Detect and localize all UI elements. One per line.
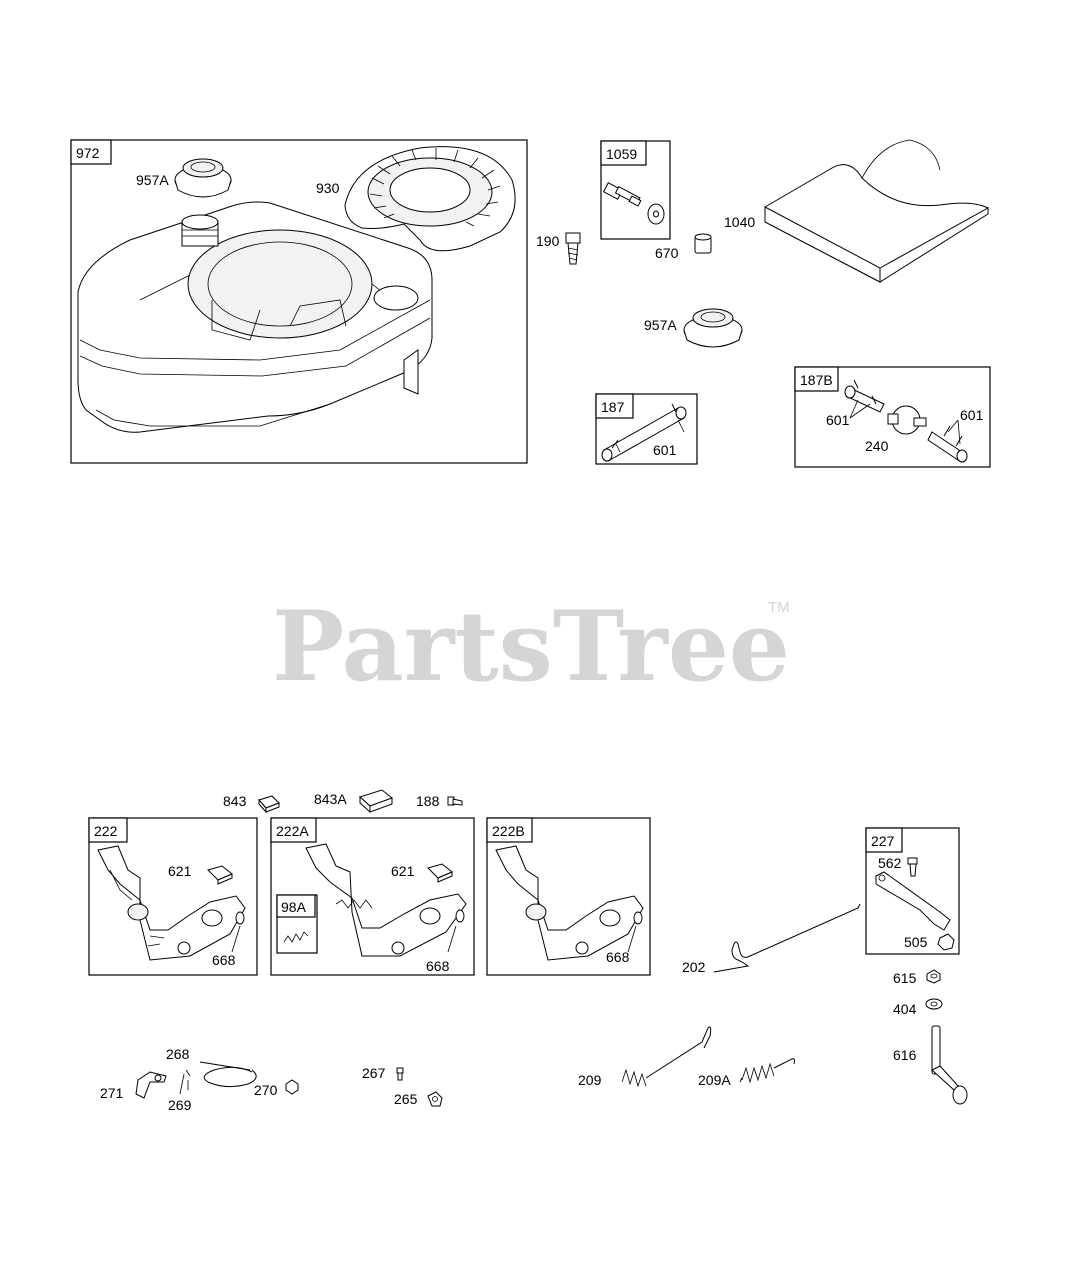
part-label-621[interactable]: 621 <box>168 863 192 879</box>
group-187-label: 187 <box>601 399 625 415</box>
fuel-line-segment-icon <box>844 379 885 413</box>
part-label-668-222A[interactable]: 668 <box>426 958 450 974</box>
screw-188-icon <box>447 796 463 806</box>
part-label-843[interactable]: 843 <box>223 793 247 809</box>
part-label-668-222B[interactable]: 668 <box>606 949 630 965</box>
nut-505-icon <box>937 933 955 951</box>
part-label-202[interactable]: 202 <box>682 959 706 975</box>
part-label-404[interactable]: 404 <box>893 1001 917 1017</box>
part-label-670[interactable]: 670 <box>655 245 679 261</box>
lever-271-icon <box>135 1071 167 1099</box>
clip-269-icon <box>179 1073 185 1095</box>
part-label-957A-2[interactable]: 957A <box>644 317 677 333</box>
group-1059-label: 1059 <box>606 146 637 162</box>
spacer-670-icon <box>694 233 712 254</box>
part-label-930[interactable]: 930 <box>316 180 340 196</box>
spring-209A-icon <box>739 1058 795 1084</box>
part-label-601[interactable]: 601 <box>653 442 677 458</box>
fuel-line-icon <box>601 403 687 462</box>
group-222B[interactable]: 222B 668 <box>486 817 651 976</box>
throttle-lever-icon <box>875 871 951 931</box>
part-label-240[interactable]: 240 <box>865 438 889 454</box>
part-label-505[interactable]: 505 <box>904 934 928 950</box>
screw-562-icon <box>907 857 918 877</box>
group-1059[interactable]: 1059 <box>600 140 671 240</box>
lever-616-icon <box>931 1025 968 1105</box>
group-187B[interactable]: 187B 601 601 240 <box>794 366 991 468</box>
nut-270-icon <box>285 1079 299 1095</box>
fuel-line-segment-2-icon <box>927 425 968 463</box>
part-label-957A[interactable]: 957A <box>136 172 169 188</box>
governor-bracket-spring-icon <box>305 843 467 957</box>
gas-cap-icon <box>174 158 232 198</box>
part-label-616[interactable]: 616 <box>893 1047 917 1063</box>
part-label-267[interactable]: 267 <box>362 1065 386 1081</box>
part-label-601-b[interactable]: 601 <box>960 407 984 423</box>
part-label-843A[interactable]: 843A <box>314 791 347 807</box>
part-label-621-222A[interactable]: 621 <box>391 863 415 879</box>
governor-bracket-b-icon <box>495 845 644 961</box>
part-label-188[interactable]: 188 <box>416 793 440 809</box>
part-label-268[interactable]: 268 <box>166 1046 190 1062</box>
group-187[interactable]: 187 601 <box>595 393 698 465</box>
governor-bracket-icon <box>97 845 246 961</box>
link-202-icon <box>713 903 861 973</box>
clip-843-icon <box>258 795 280 814</box>
group-222A-label: 222A <box>276 823 309 839</box>
group-98A[interactable]: 98A <box>276 894 318 954</box>
part-label-190[interactable]: 190 <box>536 233 560 249</box>
group-98A-label: 98A <box>281 899 307 915</box>
blower-housing-icon <box>344 146 516 252</box>
group-222B-label: 222B <box>492 823 525 839</box>
group-972[interactable]: 972 957A <box>70 139 528 464</box>
spring-98A-icon <box>283 931 309 943</box>
spring-209-icon <box>621 1026 712 1088</box>
group-227-label: 227 <box>871 833 895 849</box>
gas-cap-2-icon <box>683 308 743 348</box>
clamp-265-icon <box>427 1091 443 1107</box>
part-label-271[interactable]: 271 <box>100 1085 124 1101</box>
screw-190-icon <box>565 232 581 265</box>
group-222-label: 222 <box>94 823 118 839</box>
part-label-1040[interactable]: 1040 <box>724 214 755 230</box>
part-label-562[interactable]: 562 <box>878 855 902 871</box>
watermark-trademark: TM <box>768 599 790 616</box>
washer-icon <box>647 203 665 225</box>
cover-1040-icon <box>764 139 989 283</box>
group-187B-label: 187B <box>800 372 833 388</box>
part-label-269[interactable]: 269 <box>168 1097 192 1113</box>
screw-267-icon <box>396 1067 404 1081</box>
part-label-209[interactable]: 209 <box>578 1072 602 1088</box>
group-222[interactable]: 222 621 668 <box>88 817 258 976</box>
clip-621-icon <box>427 863 453 883</box>
nut-615-icon <box>926 969 941 984</box>
watermark: PartsTree TM <box>272 590 790 703</box>
clip-843A-icon <box>359 789 394 814</box>
part-label-209A[interactable]: 209A <box>698 1072 731 1088</box>
control-cable-268-icon <box>185 1061 257 1090</box>
group-227[interactable]: 227 562 505 <box>865 827 960 955</box>
part-label-615[interactable]: 615 <box>893 970 917 986</box>
group-222A[interactable]: 222A 621 668 98A <box>270 817 475 976</box>
washer-404-icon <box>925 998 943 1010</box>
part-label-265[interactable]: 265 <box>394 1091 418 1107</box>
part-label-668[interactable]: 668 <box>212 952 236 968</box>
watermark-text: PartsTree <box>272 590 790 703</box>
fuel-filter-icon <box>887 405 927 435</box>
clip-621-icon <box>207 865 233 885</box>
shoulder-bolt-icon <box>602 182 642 207</box>
group-972-label: 972 <box>76 145 100 161</box>
part-label-270[interactable]: 270 <box>254 1082 278 1098</box>
fuel-tank-illustration <box>77 201 433 433</box>
part-label-601-a[interactable]: 601 <box>826 412 850 428</box>
